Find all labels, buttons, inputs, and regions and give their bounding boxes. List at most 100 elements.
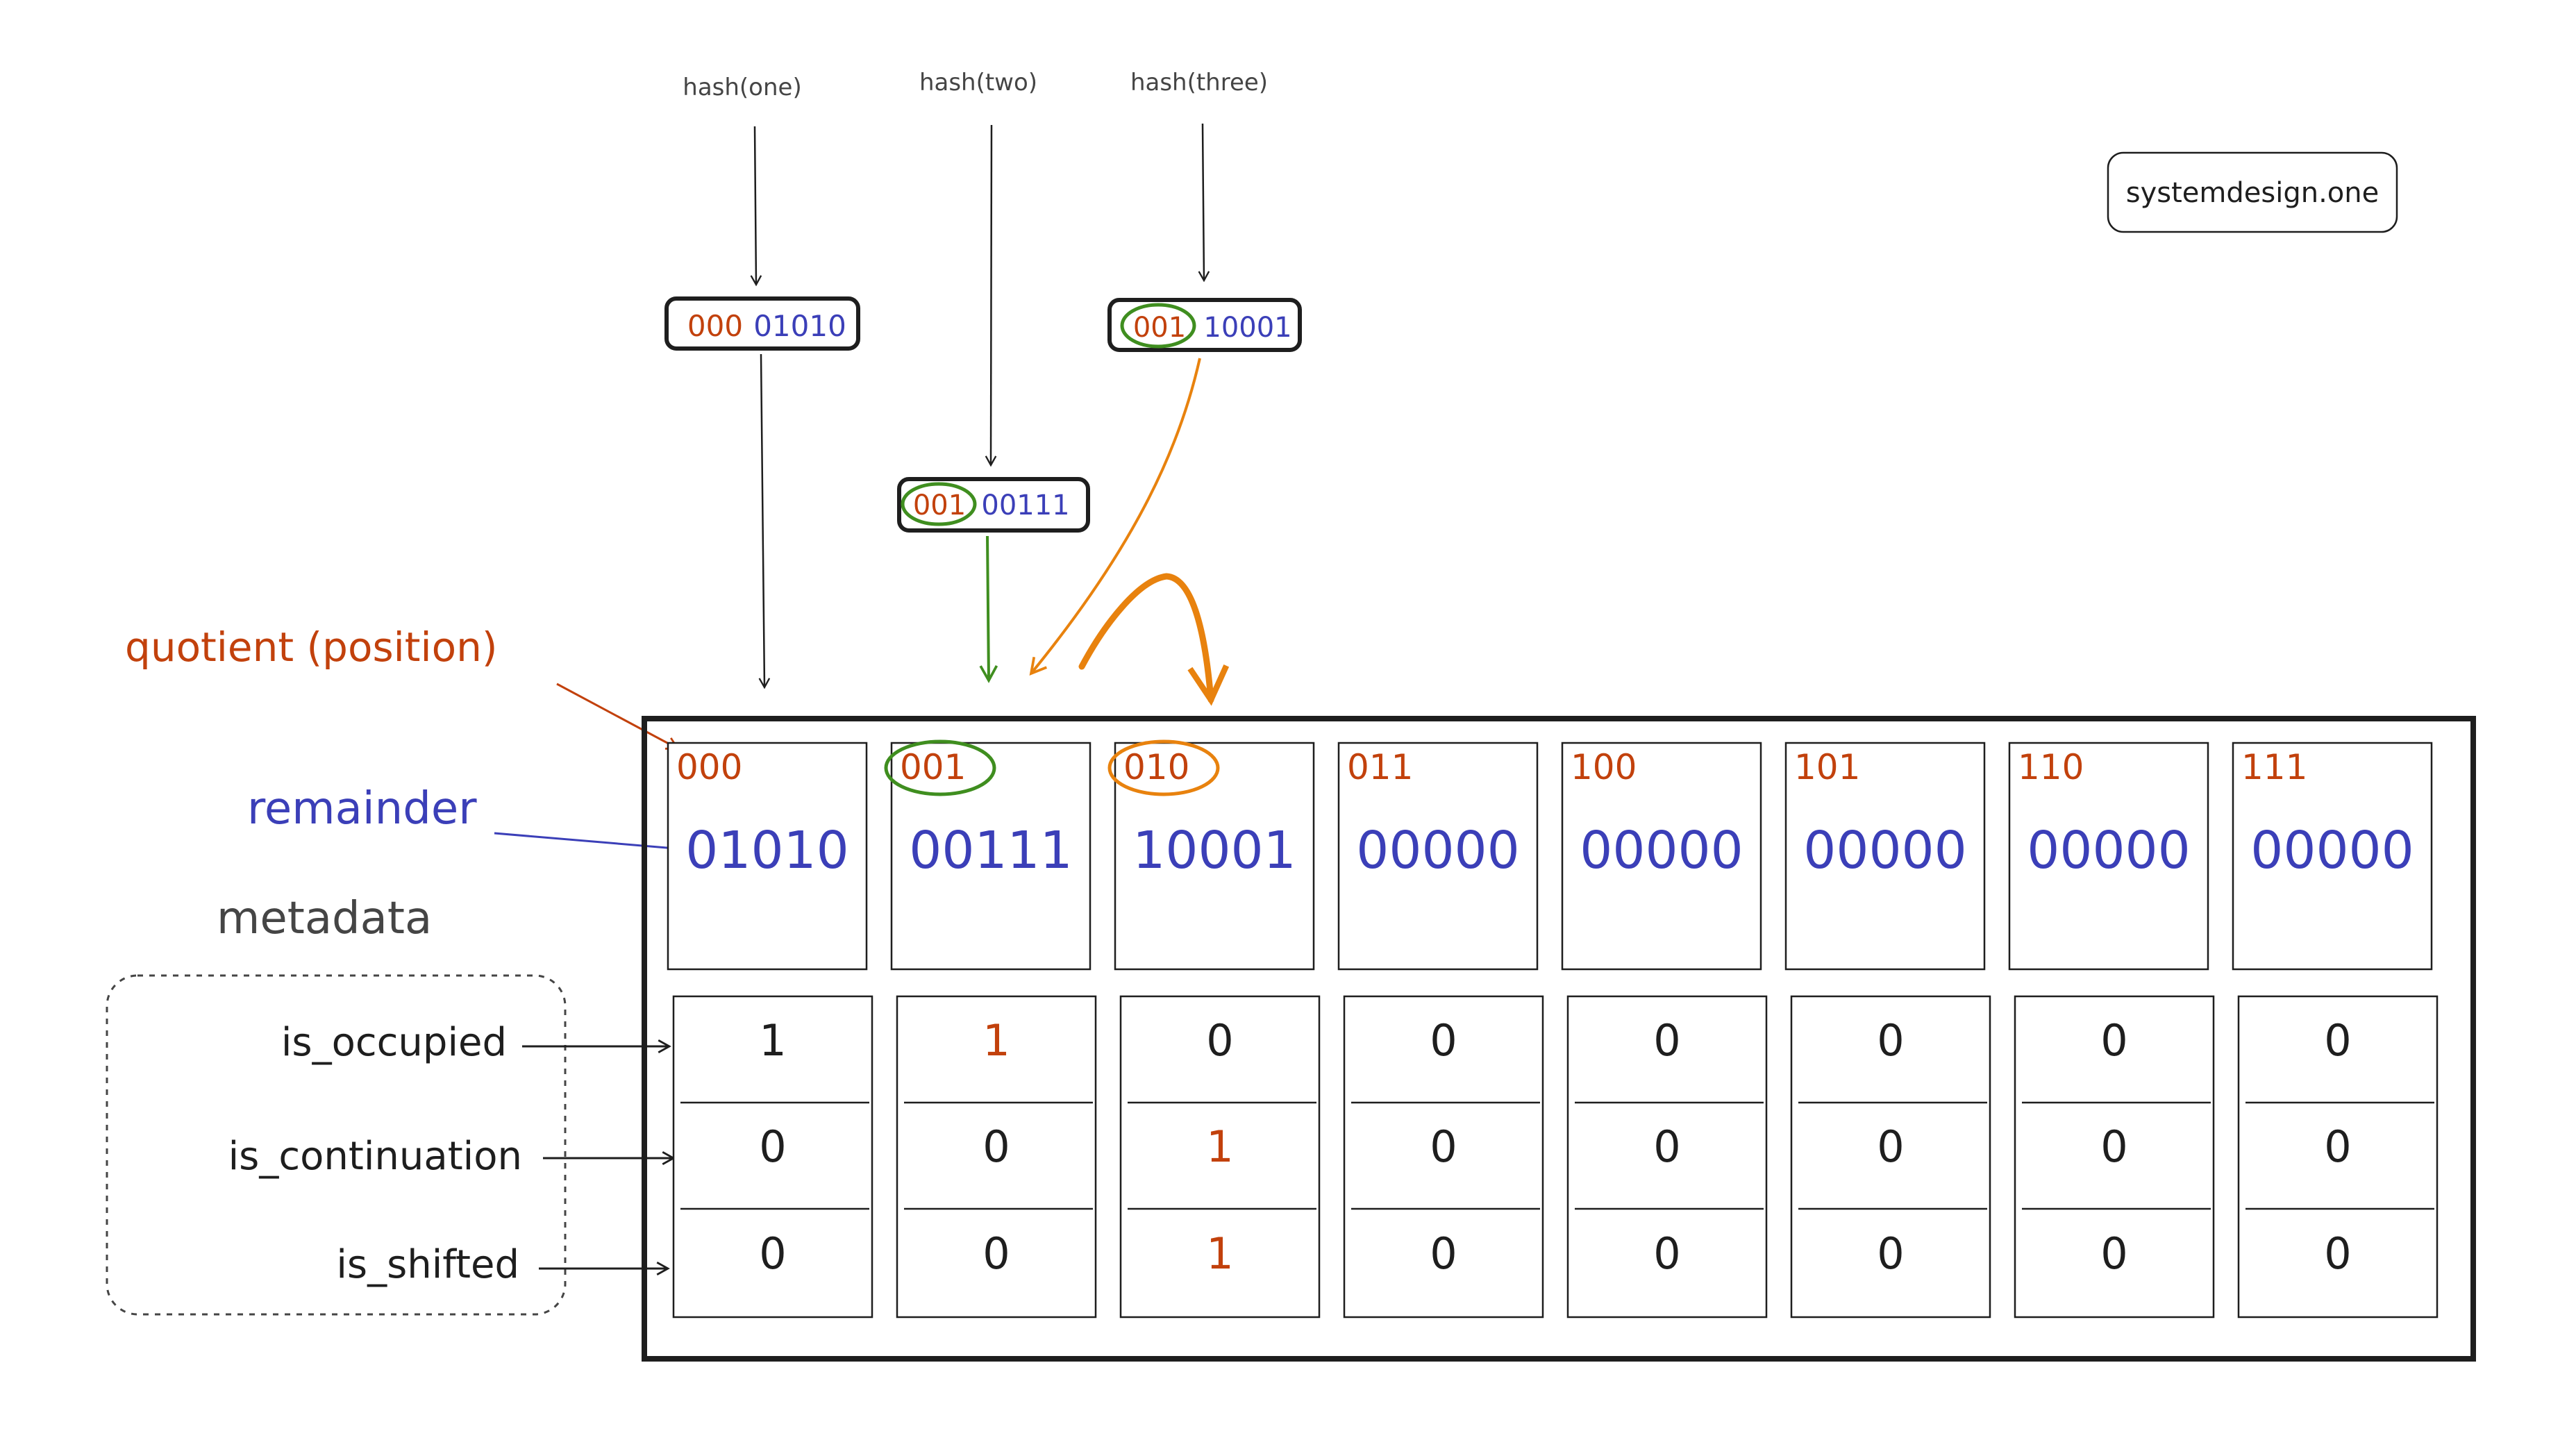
slot-111-continuation-bit: 0 [2324,1121,2351,1172]
slot-010-occupied-bit: 0 [1206,1015,1233,1066]
slot-011-metadata-cell [1343,995,1544,1319]
slot-010-remainder-cell [1114,742,1315,971]
arrow-hash-two-to-slot-001 [979,535,998,683]
slot-010-continuation-bit: 1 [1206,1121,1233,1172]
arrow-hash-one-to-slot-000 [758,353,771,689]
slot-110-quotient: 110 [2018,747,2084,787]
slot-001-occupied-bit: 1 [982,1015,1010,1066]
slot-100-remainder: 00000 [1580,821,1743,880]
remainder-label: remainder [247,783,477,835]
slot-001-metadata-cell [896,995,1097,1319]
arrow-hash-three-down [1198,123,1210,283]
slot-101-quotient: 101 [1794,747,1860,787]
slot-111-occupied-bit: 0 [2324,1015,2351,1066]
slot-011-occupied-bit: 0 [1430,1015,1457,1066]
slot-001-continuation-bit: 0 [982,1121,1010,1172]
hash-two-quotient: 001 [913,489,966,521]
slot-100-quotient: 100 [1571,747,1637,787]
filter-slots: 0000101010000100111100010100010110110000… [667,739,2439,1319]
slot-110-metadata-cell [2014,995,2215,1319]
hash-two-quotient-circle [901,482,977,526]
hash-box-two: 001 00111 [897,477,1090,533]
slot-111-quotient: 111 [2241,747,2307,787]
slot-010-shifted-bit: 1 [1206,1228,1233,1279]
slot-101-continuation-bit: 0 [1877,1121,1904,1172]
slot-001-quotient: 001 [900,747,966,787]
arrow-shift-to-slot-010 [1078,573,1230,706]
slot-010-remainder: 10001 [1132,821,1296,880]
slot-000-continuation-bit: 0 [759,1121,786,1172]
slot-101-remainder: 00000 [1803,821,1966,880]
slot-111-metadata-cell [2237,995,2439,1319]
slot-101-occupied-bit: 0 [1877,1015,1904,1066]
hash-label-two: hash(two) [919,69,1037,97]
hash-label-one: hash(one) [683,74,801,101]
slot-111-remainder-cell [2232,742,2433,971]
slot-011-remainder: 00000 [1356,821,1519,880]
slot-101-remainder-cell [1784,742,1986,971]
slot-001-remainder-cell [890,742,1092,971]
slot-010: 010 10001 0 1 1 [1107,739,1321,1319]
arrow-hash-one-down [750,126,762,287]
hash-one-remainder: 01010 [753,309,846,343]
slot-000-quotient: 000 [676,747,742,787]
slot-000-remainder-cell [667,742,868,971]
slot-111-remainder: 00000 [2250,821,2414,880]
slot-110-occupied-bit: 0 [2100,1015,2127,1066]
metadata-group [106,974,567,1316]
slot-110-shifted-bit: 0 [2100,1228,2127,1279]
is-occupied-label: is_occupied [281,1020,507,1065]
hash-two-remainder: 00111 [981,489,1069,521]
arrow-quotient-label [556,683,680,750]
slot-100-metadata-cell [1566,995,1768,1319]
slot-110-continuation-bit: 0 [2100,1121,2127,1172]
slot-110-remainder: 00000 [2027,821,2190,880]
slot-101-metadata-cell [1790,995,1991,1319]
slot-111-shifted-bit: 0 [2324,1228,2351,1279]
hash-one-quotient: 000 [687,309,743,343]
slot-100-shifted-bit: 0 [1653,1228,1680,1279]
slot-100-occupied-bit: 0 [1653,1015,1680,1066]
slot-001-shifted-bit: 0 [982,1228,1010,1279]
slot-001: 001 00111 1 0 0 [884,739,1097,1319]
slot-101-shifted-bit: 0 [1877,1228,1904,1279]
hash-box-three: 001 10001 [1107,298,1302,352]
slot-011-continuation-bit: 0 [1430,1121,1457,1172]
filter-table [642,716,2476,1362]
slot-000-metadata-cell [672,995,873,1319]
slot-011-quotient: 011 [1347,747,1413,787]
hash-three-quotient: 001 [1133,312,1186,344]
slot-011-shifted-bit: 0 [1430,1228,1457,1279]
is-shifted-label: is_shifted [336,1242,519,1287]
watermark-badge: systemdesign.one [2107,151,2398,233]
quotient-label: quotient (position) [125,624,498,671]
slot-010-metadata-cell [1119,995,1321,1319]
slot-001-remainder: 00111 [909,821,1072,880]
slot-010-quotient: 010 [1123,747,1189,787]
slot-011-remainder-cell [1337,742,1539,971]
slot-100-continuation-bit: 0 [1653,1121,1680,1172]
arrow-hash-two-down [985,124,997,467]
watermark-text: systemdesign.one [2126,177,2379,209]
hash-three-remainder: 10001 [1203,312,1291,344]
slot-000-remainder: 01010 [685,821,848,880]
slot-001-quotient-circle [884,739,996,796]
arrow-hash-three-to-slot-001 [1029,358,1201,676]
hash-box-one: 000 01010 [664,296,860,351]
metadata-label: metadata [217,893,432,944]
slot-000-occupied-bit: 1 [759,1015,786,1066]
is-continuation-label: is_continuation [228,1134,522,1179]
slot-110-remainder-cell [2008,742,2209,971]
slot-000-shifted-bit: 0 [759,1228,786,1279]
slot-100-remainder-cell [1561,742,1762,971]
hash-label-three: hash(three) [1130,69,1268,97]
slot-010-quotient-circle [1107,739,1220,796]
hash-three-quotient-circle [1120,303,1196,349]
